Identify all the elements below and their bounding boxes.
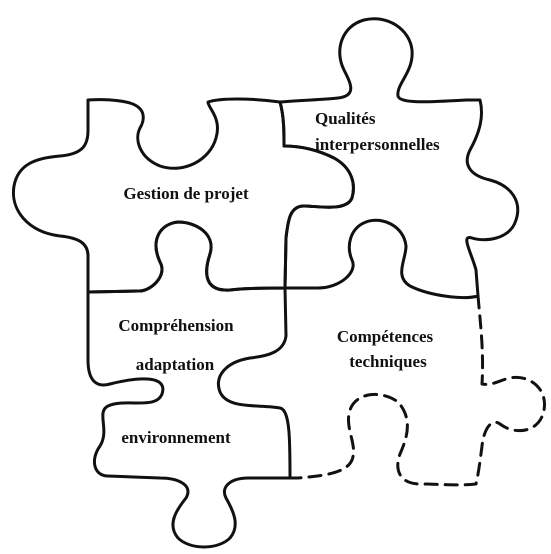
label-qualites-line-2: interpersonnelles (315, 135, 440, 154)
piece-competences-techniques: Compétences techniques (288, 294, 546, 487)
label-comprehension-line-1: Compréhension (118, 316, 234, 335)
label-competences-line-1: Compétences (337, 327, 434, 346)
label-comprehension-line-2: adaptation (136, 355, 215, 374)
piece-comprehension-outline (86, 220, 292, 549)
piece-gestion-de-projet: Gestion de projet (11, 97, 355, 294)
label-qualites-line-1: Qualités (315, 109, 376, 128)
piece-comprehension: Compréhension adaptation environnement (86, 220, 292, 549)
piece-competences-outline (288, 294, 546, 487)
piece-qualites-interpersonnelles: Qualités interpersonnelles (278, 17, 520, 300)
label-comprehension-line-3: environnement (121, 428, 231, 447)
label-competences-line-2: techniques (349, 352, 427, 371)
piece-qualites-outline (278, 17, 520, 300)
label-gestion-line-1: Gestion de projet (123, 184, 249, 203)
